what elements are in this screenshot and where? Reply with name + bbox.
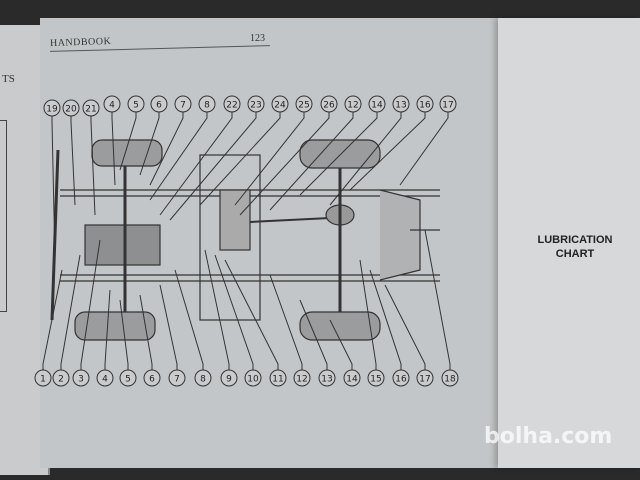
- propeller-shaft: [249, 217, 331, 223]
- callout-number: 5: [133, 101, 139, 111]
- callout-number: 13: [395, 101, 406, 111]
- body-outline: [199, 154, 261, 321]
- callout-number: 7: [180, 101, 186, 111]
- front-bumper: [50, 149, 60, 321]
- callout-circle: [223, 95, 241, 113]
- callout-circle: [82, 99, 100, 117]
- leader-line: [159, 284, 178, 378]
- callout-number: 6: [149, 375, 155, 385]
- callout-circle: [198, 95, 216, 113]
- callout-circle: [127, 95, 145, 113]
- watermark: bolha.com: [484, 424, 613, 449]
- callout-number: 1: [40, 375, 46, 385]
- callout-circle: [344, 95, 362, 113]
- callout-number: 12: [347, 101, 358, 111]
- leader-line: [269, 274, 303, 378]
- callout-circle: [119, 369, 137, 387]
- rear-spring: [379, 189, 421, 281]
- callout-number: 17: [419, 375, 430, 385]
- callout-number: 3: [78, 375, 84, 385]
- callout-circle: [295, 95, 313, 113]
- page-number: 123: [250, 33, 265, 44]
- leader-line: [204, 249, 230, 378]
- callout-number: 7: [174, 375, 180, 385]
- callout-circle: [392, 95, 410, 113]
- callout-circle: [320, 95, 338, 113]
- callout-circle: [168, 369, 186, 387]
- callout-number: 10: [247, 375, 259, 385]
- callout-number: 6: [156, 101, 162, 111]
- chart-title: LUBRICATION CHART: [520, 233, 630, 261]
- callout-circle: [174, 95, 192, 113]
- callout-number: 15: [370, 375, 381, 385]
- leader-line: [384, 284, 426, 378]
- fold-out-page: [498, 18, 640, 468]
- callout-circle: [62, 99, 80, 117]
- callout-number: 26: [323, 101, 335, 111]
- callout-circle: [343, 369, 361, 387]
- rear-wheel-bottom: [299, 311, 381, 341]
- title-line-1: LUBRICATION: [537, 234, 613, 246]
- callout-circle: [416, 369, 434, 387]
- callout-number: 14: [346, 375, 358, 385]
- title-line-2: CHART: [555, 248, 595, 260]
- callout-number: 8: [200, 375, 206, 385]
- callout-number: 17: [442, 101, 453, 111]
- front-wheel-bottom: [74, 311, 156, 341]
- callout-number: 13: [321, 375, 332, 385]
- callout-number: 4: [109, 101, 115, 111]
- callout-circle: [293, 369, 311, 387]
- callout-circle: [392, 369, 410, 387]
- callout-circle: [367, 369, 385, 387]
- callout-circle: [439, 95, 457, 113]
- callout-circle: [318, 369, 336, 387]
- callout-circle: [96, 369, 114, 387]
- callout-circle: [368, 95, 386, 113]
- left-page-box: [0, 120, 7, 312]
- callout-number: 23: [250, 101, 261, 111]
- leader-line: [399, 104, 449, 186]
- callout-number: 21: [85, 105, 96, 115]
- engine: [84, 224, 161, 266]
- callout-circle: [143, 369, 161, 387]
- callout-circle: [43, 99, 61, 117]
- callout-number: 20: [65, 105, 77, 115]
- callout-number: 2: [58, 375, 64, 385]
- callout-number: 12: [296, 375, 307, 385]
- callout-circle: [416, 95, 434, 113]
- callout-number: 8: [204, 101, 210, 111]
- callout-circle: [194, 369, 212, 387]
- callout-circle: [220, 369, 238, 387]
- callout-number: 18: [444, 375, 456, 385]
- callout-number: 14: [371, 101, 383, 111]
- chassis-drawing: [50, 139, 440, 341]
- callout-circle: [441, 369, 459, 387]
- callout-number: 22: [226, 101, 237, 111]
- leader-line: [214, 254, 254, 378]
- transmission: [219, 189, 251, 251]
- callout-circle: [271, 95, 289, 113]
- front-wheel-top: [91, 139, 163, 167]
- callout-number: 9: [226, 375, 232, 385]
- callout-number: 11: [272, 375, 283, 385]
- callout-number: 4: [102, 375, 108, 385]
- callout-number: 16: [419, 101, 431, 111]
- callout-circle: [72, 369, 90, 387]
- callout-circle: [103, 95, 121, 113]
- callout-circle: [244, 369, 262, 387]
- callout-number: 25: [298, 101, 309, 111]
- callout-circle: [52, 369, 70, 387]
- callout-circle: [269, 369, 287, 387]
- callout-circle: [34, 369, 52, 387]
- leader-line: [174, 269, 204, 378]
- left-page-text: TS: [2, 73, 15, 85]
- leader-line: [424, 229, 451, 378]
- callout-circle: [150, 95, 168, 113]
- callout-number: 16: [395, 375, 407, 385]
- callout-circle: [247, 95, 265, 113]
- callout-number: 5: [125, 375, 131, 385]
- callout-number: 19: [46, 105, 58, 115]
- callout-number: 24: [274, 101, 286, 111]
